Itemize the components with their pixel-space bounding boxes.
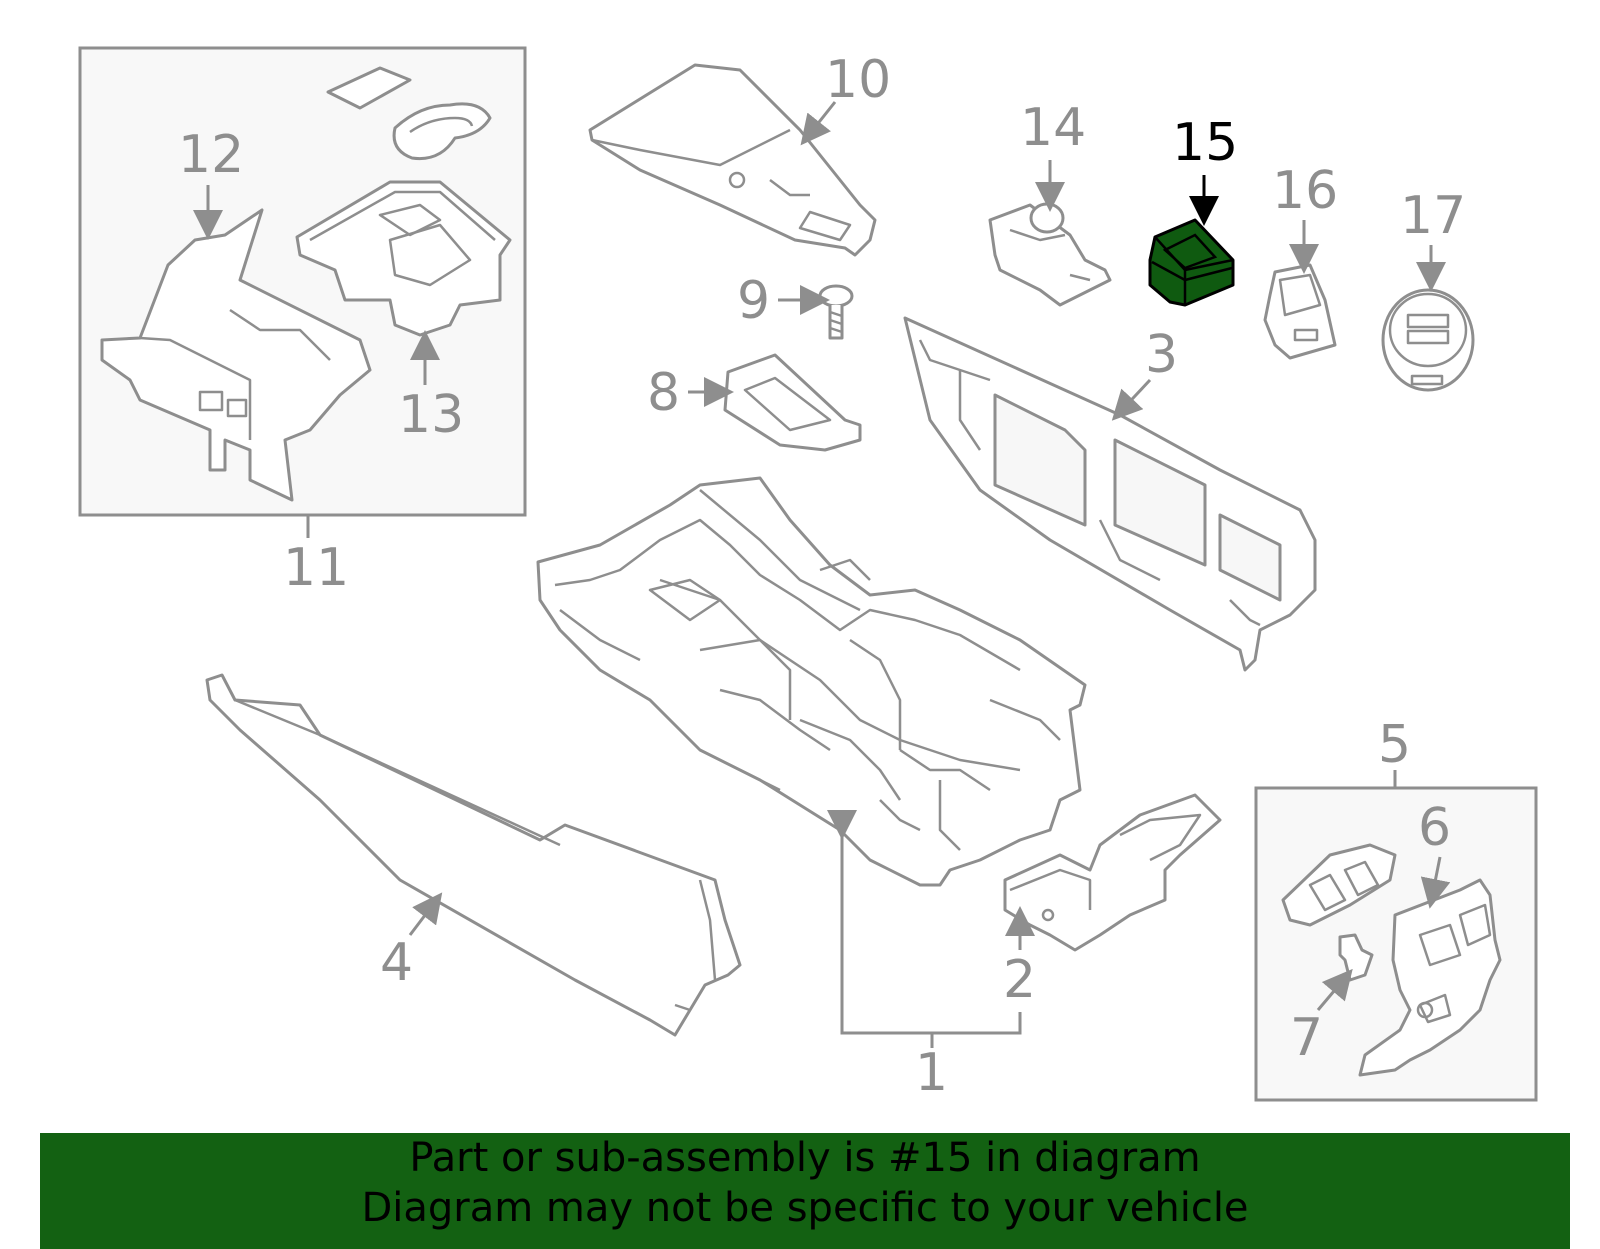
part-14-shifter-module[interactable] [988,202,1112,307]
part-7-clip[interactable] [1338,933,1374,982]
callout-16: 16 [1272,161,1338,221]
callout-2: 2 [1003,950,1036,1010]
callout-13: 13 [398,385,464,445]
callout-4: 4 [380,933,413,993]
callout-5: 5 [1378,715,1411,775]
banner-line-1: Part or sub-assembly is #15 in diagram [409,1135,1201,1181]
part-10-top-cover[interactable] [588,63,877,257]
part-5-switch-pack[interactable] [1281,843,1397,927]
info-banner: Part or sub-assembly is #15 in diagram D… [40,1133,1570,1249]
callout-labels: 12 13 11 10 9 8 14 15 16 17 3 4 1 2 5 6 … [178,50,1466,1103]
callout-leaders [193,101,1451,1048]
part-15-switch-highlighted[interactable] [1148,218,1235,307]
callout-14: 14 [1020,98,1086,158]
banner-line-2: Diagram may not be specific to your vehi… [361,1185,1249,1231]
callout-11: 11 [283,538,349,598]
part-12-bracket[interactable] [100,208,372,502]
callout-6: 6 [1418,798,1451,858]
callout-9: 9 [737,271,770,331]
callout-3: 3 [1145,325,1178,385]
part-9-screw[interactable] [818,284,854,340]
callout-1: 1 [915,1043,948,1103]
part-4-lower-trim[interactable] [205,673,742,1037]
callout-8: 8 [647,363,680,423]
part-3-side-panel[interactable] [903,316,1317,672]
parts-diagram: 12 13 11 10 9 8 14 15 16 17 3 4 1 2 5 6 … [78,46,1538,1103]
callout-12: 12 [178,125,244,185]
callout-17: 17 [1400,186,1466,246]
callout-7: 7 [1290,1008,1323,1068]
part-13-cup-holder[interactable] [295,66,512,337]
part-6-bezel[interactable] [1358,878,1502,1077]
callout-10: 10 [825,50,891,110]
part-16-switch[interactable] [1263,263,1337,360]
part-2-rear-duct[interactable] [1003,793,1222,952]
part-17-round-switch[interactable] [1381,288,1475,392]
part-1-console-body[interactable] [536,476,1087,887]
callout-15: 15 [1172,113,1238,173]
part-8-bezel[interactable] [723,353,862,452]
